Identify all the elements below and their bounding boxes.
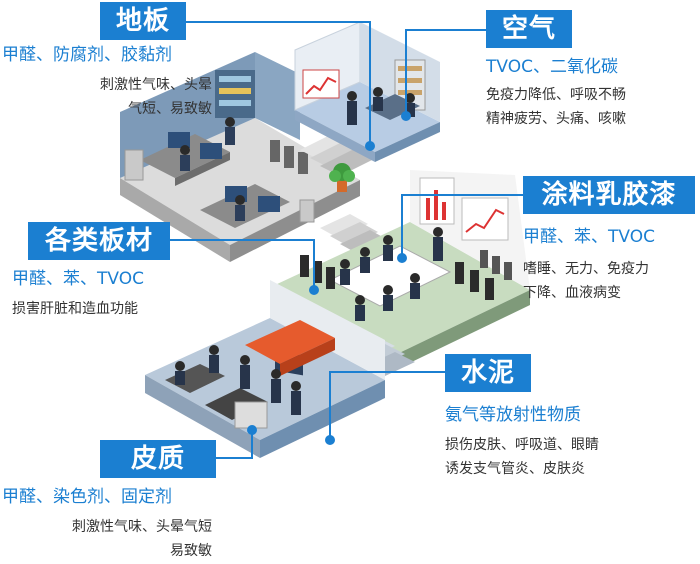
floor-hazard: 甲醛、防腐剂、胶黏剂	[2, 45, 172, 65]
air-effect-1: 免疫力降低、呼吸不畅	[486, 87, 626, 103]
boards-effect-1: 损害肝脏和造血功能	[12, 301, 138, 317]
leather-tag: 皮质	[100, 440, 216, 478]
leather-hazard: 甲醛、染色剂、固定剂	[2, 487, 172, 507]
connector-lines	[170, 21, 523, 459]
cement-effect-1: 损伤皮肤、呼吸道、眼睛	[445, 437, 599, 453]
air-hazard: TVOC、二氧化碳	[486, 57, 618, 77]
cement-effect-2: 诱发支气管炎、皮肤炎	[445, 461, 585, 477]
connector-dots	[247, 111, 411, 445]
cement-tag: 水泥	[445, 354, 531, 392]
boards-tag: 各类板材	[28, 222, 170, 260]
stairs-middle	[320, 214, 388, 254]
air-effect-2: 精神疲劳、头痛、咳嗽	[486, 111, 626, 127]
air-tag: 空气	[486, 10, 572, 48]
cement-hazard: 氨气等放射性物质	[445, 405, 581, 425]
floor-tag: 地板	[100, 2, 186, 40]
plant-decoration	[329, 163, 355, 192]
floor-effect-2: 气短、易致敏	[128, 101, 212, 117]
paint-hazard: 甲醛、苯、TVOC	[523, 227, 655, 247]
boards-hazard: 甲醛、苯、TVOC	[12, 269, 144, 289]
paint-effect-2: 下降、血液病变	[523, 285, 621, 301]
paint-tag: 涂料乳胶漆	[523, 176, 695, 214]
floor-effect-1: 刺激性气味、头晕	[100, 77, 212, 93]
leather-effect-2: 易致敏	[170, 543, 212, 559]
leather-effect-1: 刺激性气味、头晕气短	[72, 519, 212, 535]
office-floor-top-right	[294, 21, 440, 162]
office-floor-top-left	[120, 52, 360, 262]
paint-effect-1: 嗜睡、无力、免疫力	[523, 261, 649, 277]
